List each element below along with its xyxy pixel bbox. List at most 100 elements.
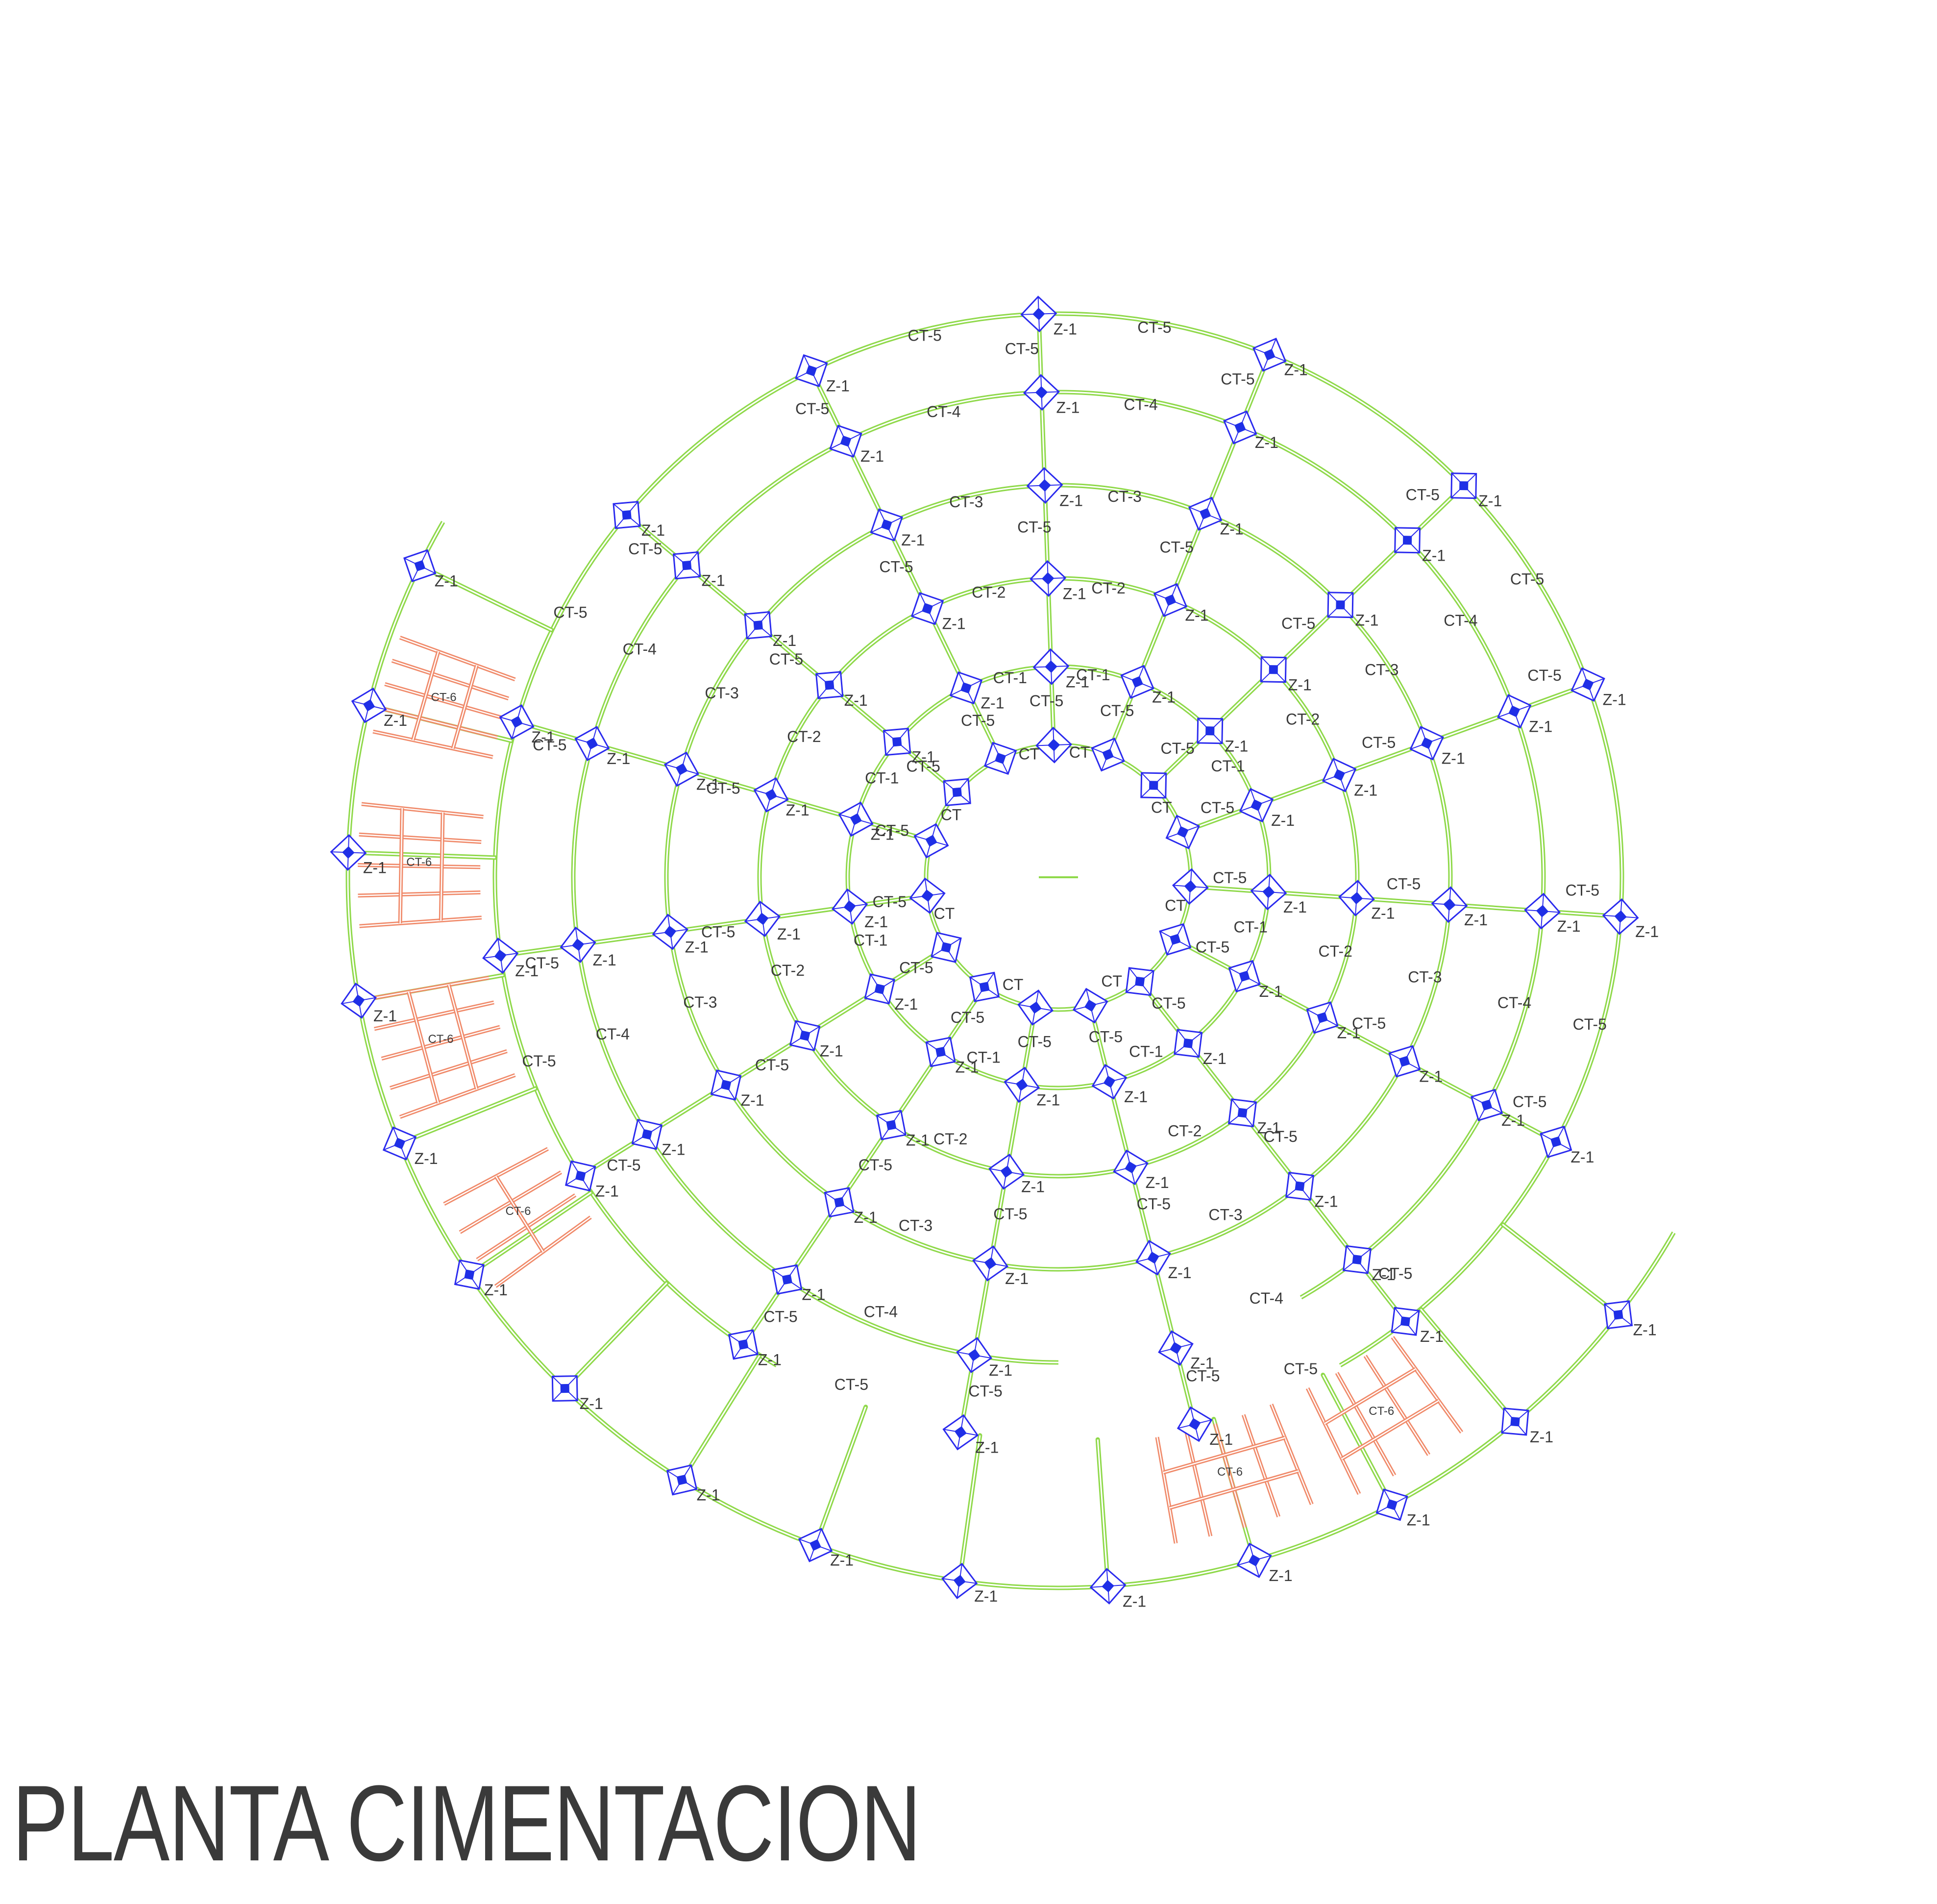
tie-beam-core xyxy=(1342,1400,1439,1459)
footing-label: Z-1 xyxy=(1063,585,1086,602)
footing-z1 xyxy=(728,1329,759,1360)
beam-label: CT-3 xyxy=(705,684,738,702)
beam-label: CT-3 xyxy=(949,493,983,511)
radial-beam-outer-core xyxy=(419,565,553,631)
column-square xyxy=(809,1539,822,1551)
column-square xyxy=(1032,307,1045,321)
beam-label: CT xyxy=(1003,976,1024,993)
column-square xyxy=(753,620,763,630)
column-square xyxy=(1443,898,1456,911)
footing-z1 xyxy=(1260,656,1287,683)
beam-label: CT xyxy=(941,806,962,824)
footing-z1 xyxy=(941,1562,978,1600)
tie-beam-core xyxy=(440,812,443,921)
tie-beam-core xyxy=(390,1050,507,1089)
footing-label: Z-1 xyxy=(1570,1148,1594,1166)
footing-z1 xyxy=(1391,1307,1420,1336)
footing-z1 xyxy=(1030,560,1067,597)
footing-label: Z-1 xyxy=(373,1007,397,1025)
column-square xyxy=(1317,1012,1328,1023)
footing-z1 xyxy=(1177,1406,1213,1442)
footing-z1 xyxy=(564,1160,596,1192)
column-square xyxy=(881,519,892,531)
beam-label: CT-5 xyxy=(1352,1014,1386,1032)
column-square xyxy=(1248,1554,1260,1567)
beam-label: CT-1 xyxy=(1129,1043,1163,1061)
beam-label: CT-2 xyxy=(771,962,805,979)
footing-z1 xyxy=(969,971,1000,1002)
footing-z1 xyxy=(1228,960,1261,992)
footing-z1 xyxy=(1342,1245,1372,1274)
radial-beam-outer-core xyxy=(958,1435,981,1582)
beam-label: CT-5 xyxy=(1152,994,1185,1012)
footing-z1 xyxy=(710,1069,742,1101)
column-square xyxy=(1582,678,1594,691)
column-square xyxy=(941,942,952,953)
column-square xyxy=(1102,748,1114,761)
column-square xyxy=(1262,886,1275,898)
column-square xyxy=(560,1384,569,1393)
footing-label: Z-1 xyxy=(1225,737,1248,755)
column-square xyxy=(1015,1078,1028,1091)
beam-label: CT-5 xyxy=(1017,519,1051,536)
beam-label: CT-2 xyxy=(972,583,1005,601)
beam-label: CT-5 xyxy=(1137,1195,1171,1213)
tie-beam-core xyxy=(1336,1372,1395,1476)
footing-label: Z-1 xyxy=(1271,812,1295,829)
beam-label: CT-1 xyxy=(966,1048,1000,1066)
column-square xyxy=(1135,976,1145,987)
footing-label: Z-1 xyxy=(1284,361,1308,379)
footing-label: Z-1 xyxy=(1635,923,1659,940)
beam-label: CT-5 xyxy=(607,1156,640,1174)
footing-label: Z-1 xyxy=(1464,911,1488,929)
column-square xyxy=(1170,934,1181,945)
footing-label: Z-1 xyxy=(1315,1192,1338,1210)
footing-label: Z-1 xyxy=(697,1486,720,1504)
beam-label: CT-5 xyxy=(1196,938,1229,956)
beam-label: CT-6 xyxy=(1369,1405,1394,1418)
footing-label: Z-1 xyxy=(363,859,387,876)
beam-label: CT-3 xyxy=(1408,968,1442,986)
radial-beam-outer-core xyxy=(1502,1223,1619,1315)
beam-label: CT-5 xyxy=(522,1052,556,1070)
column-square xyxy=(1177,826,1189,838)
column-square xyxy=(1170,1342,1182,1354)
column-square xyxy=(586,737,598,750)
column-square xyxy=(995,752,1006,764)
column-square xyxy=(1234,421,1246,433)
footing-z1 xyxy=(1035,726,1073,764)
column-square xyxy=(622,510,632,520)
tie-beam-core xyxy=(399,637,515,680)
beam-label: CT-5 xyxy=(755,1056,789,1074)
beam-label: CT-3 xyxy=(1365,661,1398,679)
column-square xyxy=(1239,970,1250,982)
beam-label: CT-5 xyxy=(961,712,995,729)
tie-beam-core xyxy=(1243,1414,1279,1517)
footing-label: Z-1 xyxy=(1603,691,1626,709)
footing-z1 xyxy=(798,1528,833,1562)
drawing-title: PLANTA CIMENTACION xyxy=(12,1763,921,1883)
footing-z1 xyxy=(1020,296,1057,333)
beam-label: CT xyxy=(1101,972,1122,990)
footing-label: Z-1 xyxy=(580,1395,603,1412)
beam-label: CT-4 xyxy=(623,641,657,658)
footing-label: Z-1 xyxy=(1220,520,1244,538)
footing-z1 xyxy=(744,900,781,938)
footing-label: Z-1 xyxy=(777,925,801,943)
footing-label: Z-1 xyxy=(662,1141,685,1159)
footing-z1 xyxy=(351,687,387,723)
footing-label: Z-1 xyxy=(854,1209,878,1226)
beam-label: CT-5 xyxy=(951,1009,984,1026)
beam-label: CT-6 xyxy=(1217,1465,1243,1479)
column-square xyxy=(850,813,862,825)
footing-z1 xyxy=(1072,988,1108,1024)
footing-z1 xyxy=(1524,892,1561,930)
beam-label: CT-1 xyxy=(1234,918,1268,936)
column-square xyxy=(1199,508,1211,520)
column-square xyxy=(1029,1001,1042,1014)
tie-beam-core xyxy=(381,1026,500,1060)
column-square xyxy=(1149,781,1158,790)
beam-label: CT-5 xyxy=(1378,1265,1412,1283)
footing-z1 xyxy=(672,551,701,580)
column-square xyxy=(1041,572,1054,585)
